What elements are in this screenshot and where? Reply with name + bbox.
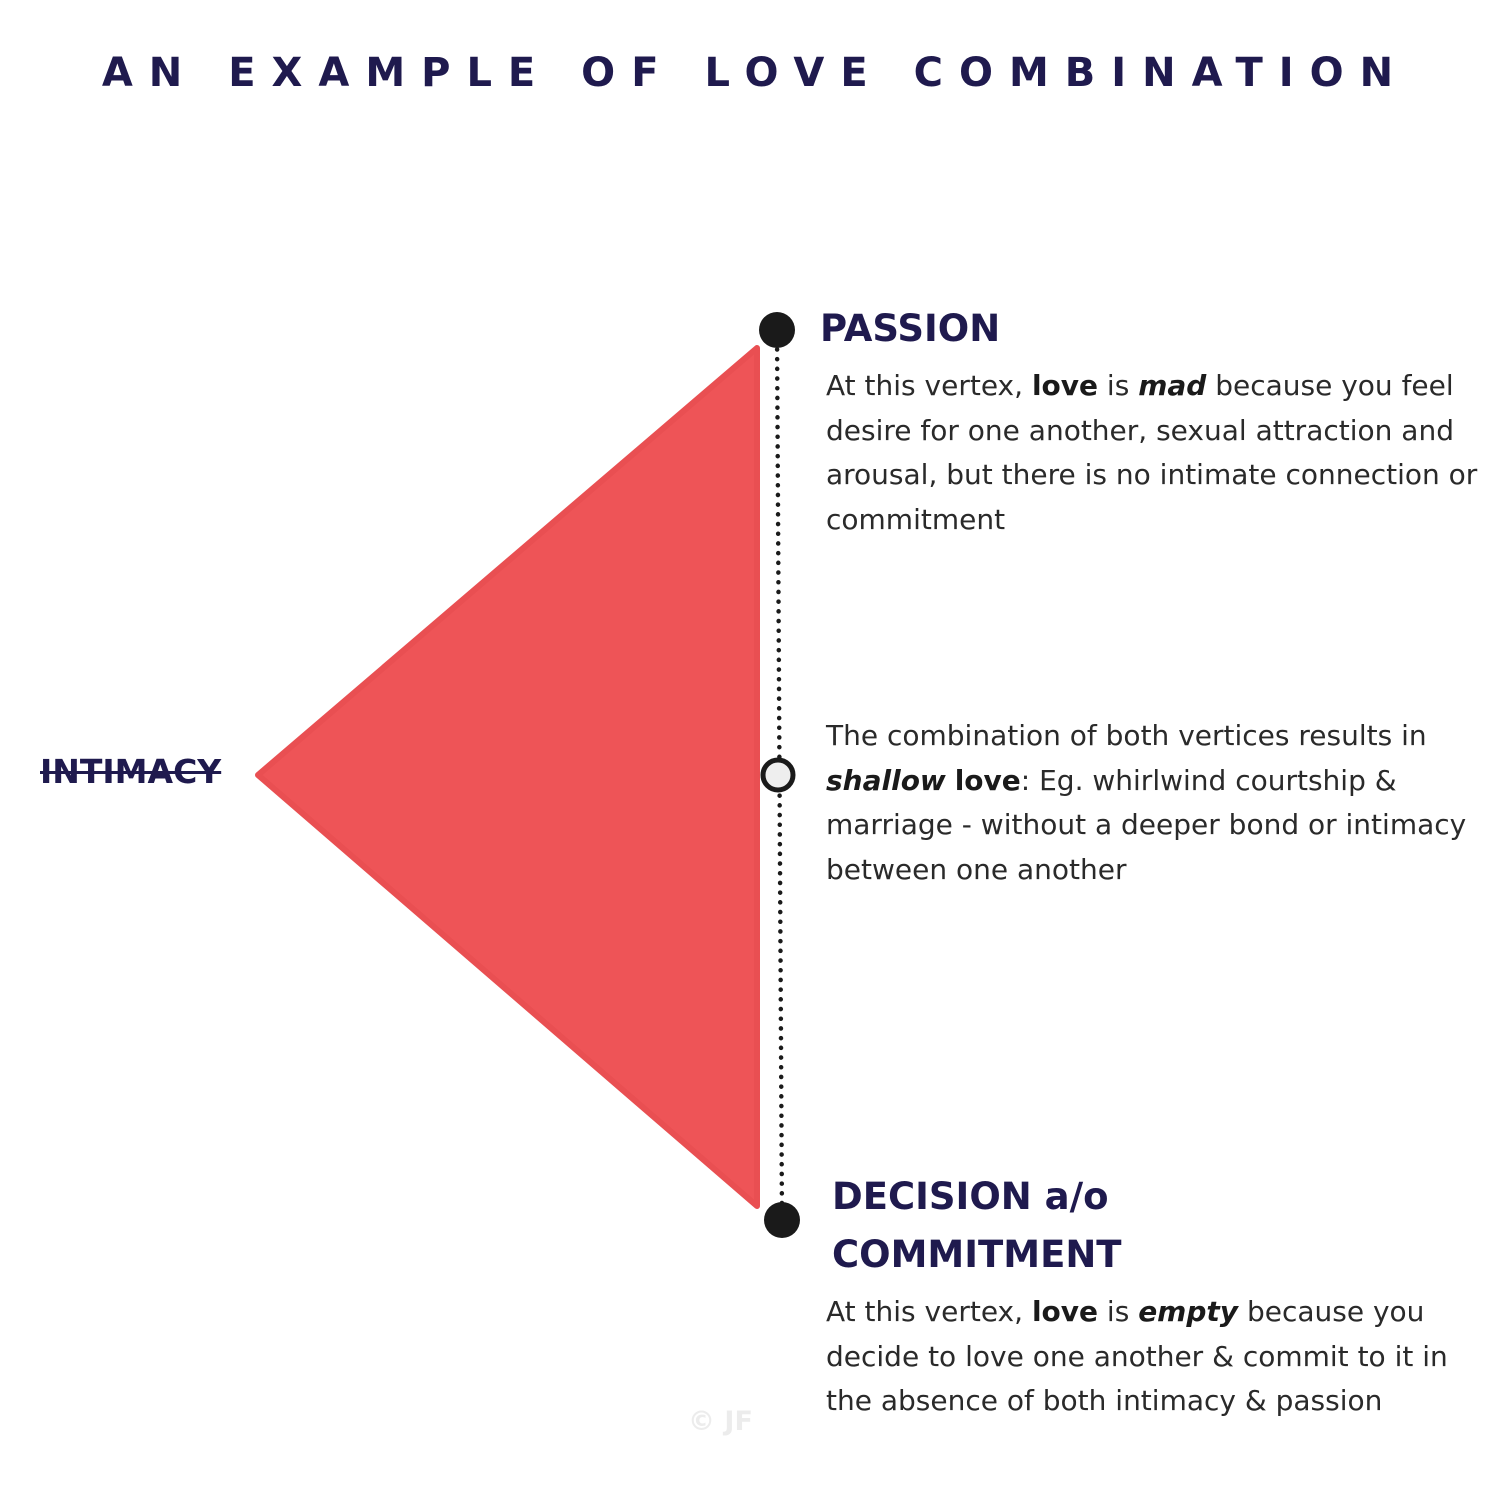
commitment-vertex-label: DECISION a/o COMMITMENT <box>832 1168 1122 1284</box>
copyright-watermark: © JF <box>688 1406 753 1437</box>
intimacy-vertex-label: INTIMACY <box>40 752 222 791</box>
combination-midpoint-marker <box>760 757 796 793</box>
passion-description: At this vertex, love is mad because you … <box>826 369 1478 536</box>
commitment-vertex-dot <box>764 1202 800 1238</box>
passion-vertex-label: PASSION <box>820 307 1001 350</box>
diagram-title: AN EXAMPLE OF LOVE COMBINATION <box>101 50 1410 96</box>
commitment-label-line2: COMMITMENT <box>832 1233 1122 1276</box>
shallow-love-triangle <box>255 345 760 1209</box>
combination-description: The combination of both vertices results… <box>826 719 1467 886</box>
passion-vertex-dot <box>759 312 795 348</box>
commitment-label-line1: DECISION a/o <box>832 1175 1109 1218</box>
commitment-description: At this vertex, love is empty because yo… <box>826 1295 1448 1417</box>
